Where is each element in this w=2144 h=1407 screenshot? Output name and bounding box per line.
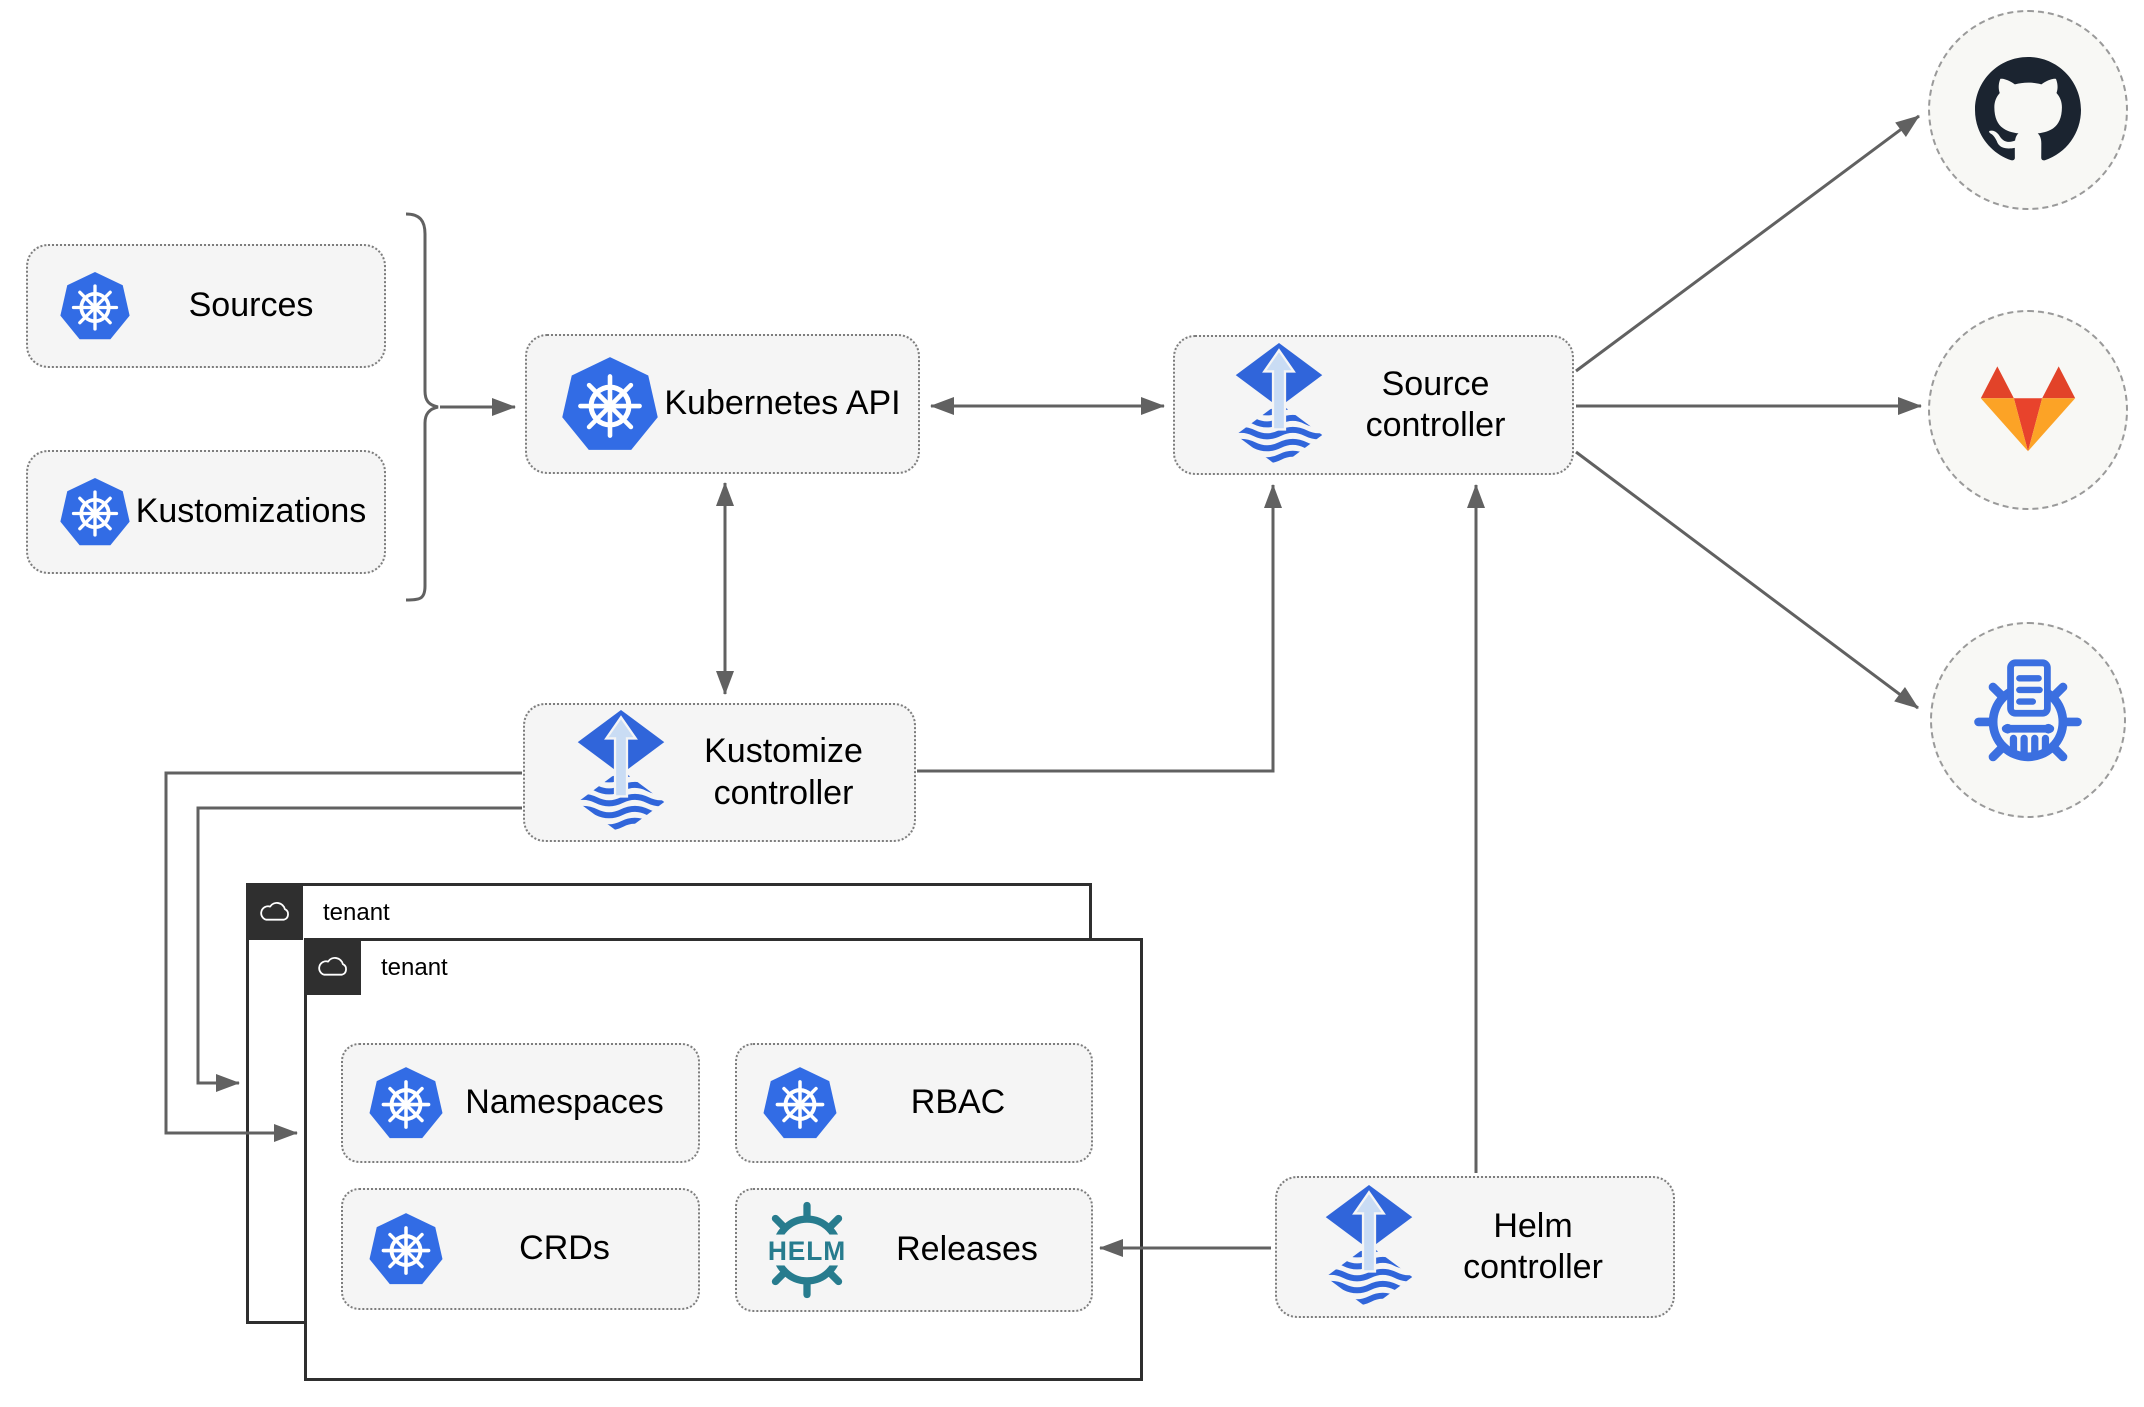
gitlab-icon [1980,366,2076,452]
node-label: Kubernetes API [664,384,901,423]
node-label: Namespaces [465,1083,664,1122]
github-target [1928,10,2128,210]
chartmuseum-icon [1974,659,2082,762]
node-label: Source controller [1365,364,1506,444]
github-icon [1975,57,2081,161]
kubernetes-icon [562,357,658,450]
cloud-icon [317,957,347,976]
node-label: Sources [188,286,314,325]
node-label: Releases [896,1230,1038,1269]
helm-icon: HELM [757,1201,857,1299]
helm-logo-text: HELM [768,1236,846,1266]
cloud-icon [259,902,289,921]
node-releases: HELM Releases [735,1188,1093,1312]
gitlab-target [1928,310,2128,510]
connector-source-controller-to-github [1575,114,1920,373]
node-label: Kustomize controller [704,732,863,812]
node-sources: Sources [26,244,386,368]
tenant-label: tenant [323,899,390,926]
kubernetes-icon [60,477,130,546]
node-helm-controller: Helm controller [1275,1176,1675,1318]
flux-icon [577,709,665,831]
node-label: CRDs [519,1229,610,1268]
tenant-header [304,938,361,995]
node-kubernetes-api: Kubernetes API [525,334,920,474]
node-namespaces: Namespaces [341,1043,700,1163]
node-rbac: RBAC [735,1043,1093,1163]
connector-source-controller-to-chartmuseum [1575,450,1919,710]
node-label: RBAC [910,1083,1006,1122]
tenant-label: tenant [381,954,448,981]
flux-icon [1325,1184,1413,1305]
node-source-controller: Source controller [1173,335,1574,475]
node-kustomizations: Kustomizations [26,450,386,574]
connector-kustomize-to-source-controller [917,484,1282,773]
node-crds: CRDs [341,1188,700,1310]
tenant-header [246,883,303,940]
chartmuseum-target [1930,622,2126,818]
node-label: Helm controller [1463,1206,1603,1286]
kubernetes-icon [369,1067,443,1139]
node-label: Kustomizations [135,492,367,531]
flux-icon [1235,342,1323,463]
kubernetes-icon [369,1213,443,1285]
kubernetes-icon [60,271,130,340]
kubernetes-icon [763,1067,837,1139]
brace-sources-group [405,212,439,602]
node-kustomize-controller: Kustomize controller [523,703,916,842]
